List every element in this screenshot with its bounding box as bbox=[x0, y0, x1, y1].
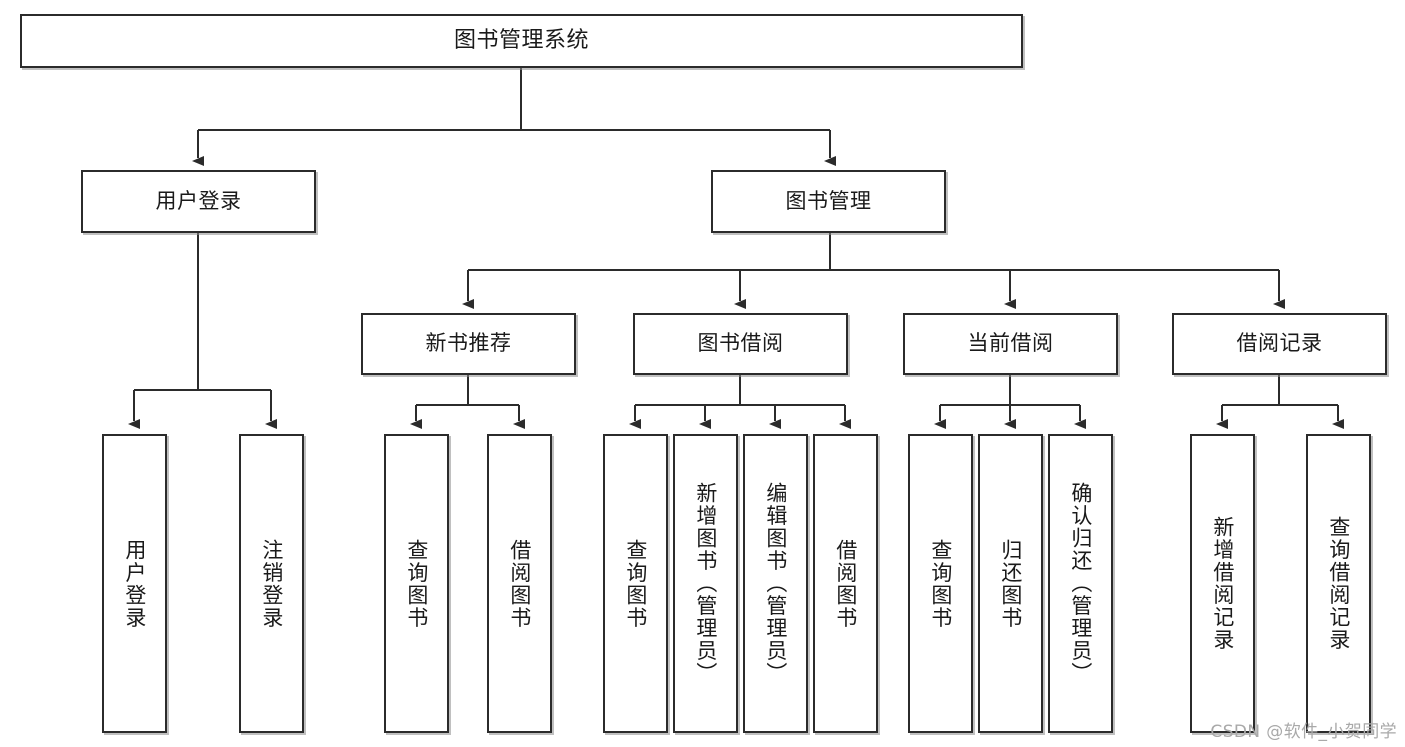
node-label: 新书推荐 bbox=[425, 331, 512, 356]
leaf-book-borrow-1[interactable]: 新增图书（管理员） bbox=[673, 434, 738, 733]
node-label: 新增借阅记录 bbox=[1210, 516, 1235, 651]
node-label: 查询图书 bbox=[623, 538, 648, 629]
leaf-borrow-record-1[interactable]: 查询借阅记录 bbox=[1306, 434, 1371, 733]
node-label: 确认归还（管理员） bbox=[1068, 482, 1093, 685]
node-label: 借阅图书 bbox=[833, 538, 858, 629]
node-label: 新增图书（管理员） bbox=[693, 482, 718, 685]
node-label: 查询图书 bbox=[928, 538, 953, 629]
leaf-borrow-record-0[interactable]: 新增借阅记录 bbox=[1190, 434, 1255, 733]
leaf-new-book-recommend-1[interactable]: 借阅图书 bbox=[487, 434, 552, 733]
node-label: 查询借阅记录 bbox=[1326, 516, 1351, 651]
node-label: 图书管理 bbox=[785, 188, 872, 213]
leaf-user-login-1[interactable]: 注销登录 bbox=[239, 434, 304, 733]
node-label: 图书借阅 bbox=[697, 331, 784, 356]
leaf-book-borrow-0[interactable]: 查询图书 bbox=[603, 434, 668, 733]
node-label: 用户登录 bbox=[155, 188, 242, 213]
node-root-book-management-system[interactable]: 图书管理系统 bbox=[20, 14, 1023, 68]
leaf-current-borrow-2[interactable]: 确认归还（管理员） bbox=[1048, 434, 1113, 733]
leaf-book-borrow-3[interactable]: 借阅图书 bbox=[813, 434, 878, 733]
node-label: 用户登录 bbox=[122, 538, 147, 629]
node-new-book-recommendation[interactable]: 新书推荐 bbox=[361, 313, 576, 375]
leaf-current-borrow-0[interactable]: 查询图书 bbox=[908, 434, 973, 733]
node-label: 编辑图书（管理员） bbox=[763, 482, 788, 685]
node-label: 注销登录 bbox=[259, 538, 284, 629]
node-user-login[interactable]: 用户登录 bbox=[81, 170, 316, 233]
node-book-borrowing[interactable]: 图书借阅 bbox=[633, 313, 848, 375]
leaf-current-borrow-1[interactable]: 归还图书 bbox=[978, 434, 1043, 733]
node-label: 当前借阅 bbox=[967, 331, 1054, 356]
leaf-book-borrow-2[interactable]: 编辑图书（管理员） bbox=[743, 434, 808, 733]
node-label: 归还图书 bbox=[998, 538, 1023, 629]
node-label: 借阅图书 bbox=[507, 538, 532, 629]
node-book-management[interactable]: 图书管理 bbox=[711, 170, 946, 233]
leaf-user-login-0[interactable]: 用户登录 bbox=[102, 434, 167, 733]
leaf-new-book-recommend-0[interactable]: 查询图书 bbox=[384, 434, 449, 733]
node-borrowing-records[interactable]: 借阅记录 bbox=[1172, 313, 1387, 375]
csdn-watermark: CSDN @软件_小贺同学 bbox=[1210, 722, 1397, 742]
node-current-borrowing[interactable]: 当前借阅 bbox=[903, 313, 1118, 375]
node-label: 借阅记录 bbox=[1236, 331, 1323, 356]
node-label: 查询图书 bbox=[404, 538, 429, 629]
node-label: 图书管理系统 bbox=[453, 27, 589, 53]
